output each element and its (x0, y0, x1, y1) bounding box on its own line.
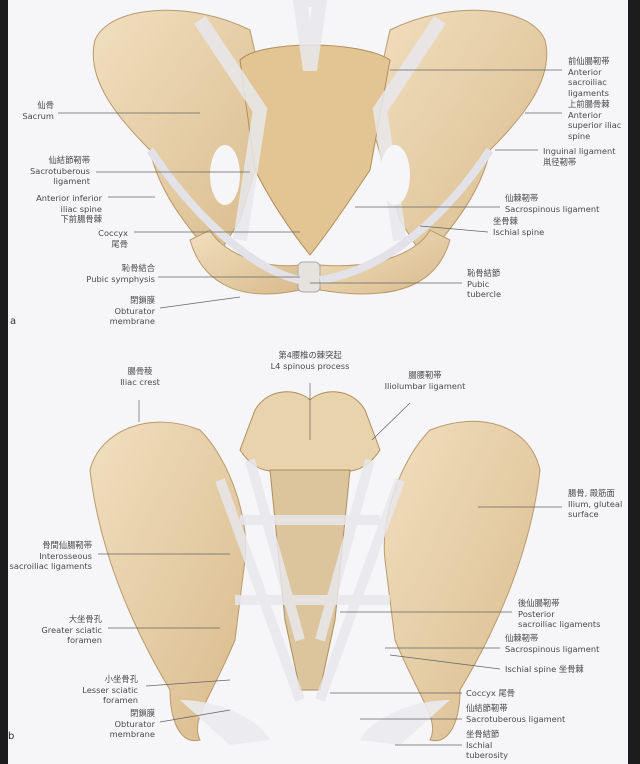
label-coccyx-b: Coccyx 尾骨 (466, 688, 516, 698)
left-border (0, 0, 8, 764)
leader-lines (58, 69, 562, 746)
anterior-pelvis (92, 0, 548, 295)
label-ischial-spine-b: Ischial spine 坐骨棘 (505, 664, 584, 674)
panel-label-b: b (8, 731, 15, 742)
posterior-pelvis (89, 391, 541, 745)
right-border (628, 0, 640, 764)
panel-label-a: a (10, 316, 17, 327)
